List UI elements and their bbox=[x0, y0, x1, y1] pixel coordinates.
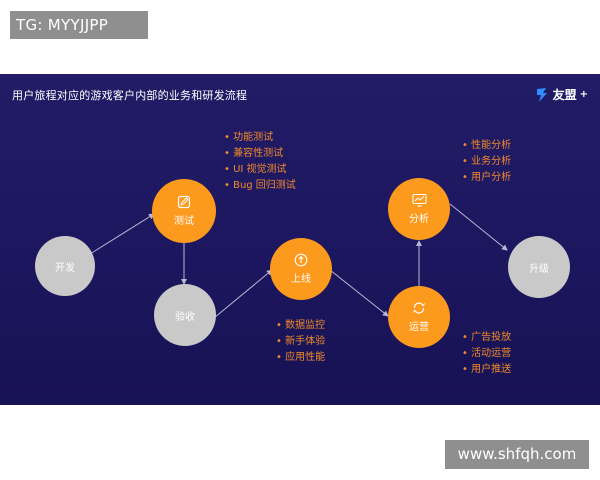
list-item: 广告投放 bbox=[462, 330, 511, 346]
slide-title: 用户旅程对应的游戏客户内部的业务和研发流程 bbox=[12, 89, 248, 102]
node-test-label: 测试 bbox=[174, 216, 194, 227]
operate-items-list: 广告投放 活动运营 用户推送 bbox=[462, 330, 511, 378]
brand-plus: + bbox=[579, 89, 588, 100]
list-item: 应用性能 bbox=[276, 350, 325, 366]
connector-accept-launch bbox=[213, 269, 273, 319]
node-accept-label: 验收 bbox=[175, 311, 195, 323]
cycle-arrows-icon bbox=[413, 302, 425, 314]
node-accept: 验收 bbox=[154, 284, 216, 346]
node-upgrade-label: 升级 bbox=[529, 263, 549, 275]
node-test: 测试 bbox=[152, 179, 216, 243]
upload-icon bbox=[294, 253, 308, 267]
node-analyze-label: 分析 bbox=[409, 214, 429, 225]
test-items-list: 功能测试 兼容性测试 UI 视觉测试 Bug 回归测试 bbox=[224, 130, 296, 194]
list-item: 兼容性测试 bbox=[224, 146, 296, 162]
analyze-items-list: 性能分析 业务分析 用户分析 bbox=[462, 138, 511, 186]
list-item: 功能测试 bbox=[224, 130, 296, 146]
tg-badge: TG: MYYJJPP bbox=[10, 11, 148, 39]
launch-items-list: 数据监控 新手体验 应用性能 bbox=[276, 318, 325, 366]
node-launch-label: 上线 bbox=[291, 274, 311, 285]
brand: 友盟 + bbox=[535, 86, 588, 103]
list-item: 用户分析 bbox=[462, 170, 511, 186]
node-launch: 上线 bbox=[270, 238, 332, 300]
list-item: 活动运营 bbox=[462, 346, 511, 362]
connector-develop-test bbox=[89, 213, 155, 255]
site-watermark: www.shfqh.com bbox=[445, 440, 589, 469]
pencil-note-icon bbox=[177, 195, 191, 209]
list-item: 性能分析 bbox=[462, 138, 511, 154]
brand-name: 友盟 bbox=[552, 88, 577, 102]
node-operate-label: 运营 bbox=[409, 322, 429, 333]
youmeng-logo-icon bbox=[536, 87, 547, 102]
flow-connectors bbox=[89, 203, 508, 319]
monitor-chart-icon bbox=[411, 193, 427, 207]
connector-launch-operate bbox=[329, 269, 389, 317]
node-develop-label: 开发 bbox=[55, 262, 75, 274]
node-analyze: 分析 bbox=[388, 178, 450, 240]
list-item: 业务分析 bbox=[462, 154, 511, 170]
list-item: Bug 回归测试 bbox=[224, 178, 296, 194]
list-item: 数据监控 bbox=[276, 318, 325, 334]
list-item: 新手体验 bbox=[276, 334, 325, 350]
list-item: 用户推送 bbox=[462, 362, 511, 378]
node-develop: 开发 bbox=[35, 236, 95, 296]
list-item: UI 视觉测试 bbox=[224, 162, 296, 178]
node-upgrade: 升级 bbox=[508, 236, 570, 298]
slide-panel: 用户旅程对应的游戏客户内部的业务和研发流程 友盟 + 开发 bbox=[0, 74, 600, 405]
connector-analyze-upgrade bbox=[449, 203, 508, 251]
node-operate: 运营 bbox=[388, 286, 450, 348]
